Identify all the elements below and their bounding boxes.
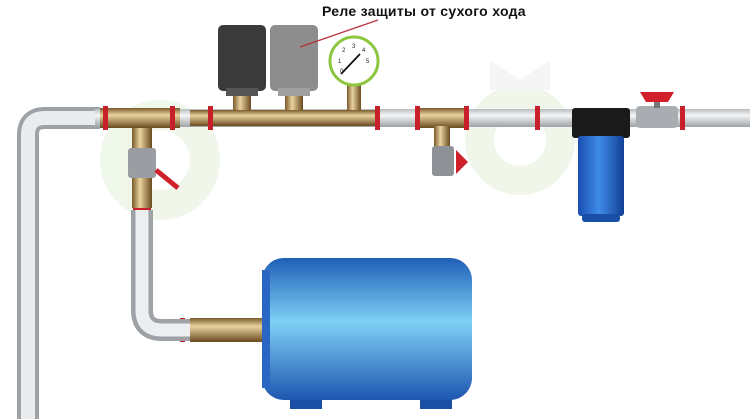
gauge-tick-label: 2 bbox=[342, 48, 346, 54]
tee-fitting-left bbox=[100, 108, 180, 128]
gauge-tick-label: 5 bbox=[366, 59, 370, 65]
watermark-logo-right bbox=[465, 60, 575, 195]
pressure-switch bbox=[218, 25, 266, 110]
callout-leader-line bbox=[299, 19, 379, 48]
gauge-tick-label: 1 bbox=[338, 59, 342, 65]
gauge-needle bbox=[340, 53, 361, 75]
hydraulic-accumulator-tank bbox=[262, 258, 472, 409]
dry-run-protection-relay bbox=[270, 25, 318, 110]
ball-valve-tank bbox=[128, 128, 180, 208]
brass-manifold bbox=[190, 110, 380, 126]
gauge-tick-label: 4 bbox=[362, 48, 366, 54]
gauge-tick-label: 3 bbox=[352, 44, 356, 50]
inlet-pipe bbox=[17, 107, 100, 419]
tee-fitting-right bbox=[420, 108, 465, 128]
pressure-gauge: 0 1 2 3 4 5 bbox=[328, 35, 380, 110]
ball-valve-outlet bbox=[636, 92, 678, 128]
tank-supply-pipe bbox=[131, 210, 262, 342]
dry-run-relay-label: Реле защиты от сухого хода bbox=[322, 3, 526, 19]
water-filter bbox=[572, 108, 630, 222]
drain-valve bbox=[432, 126, 468, 176]
